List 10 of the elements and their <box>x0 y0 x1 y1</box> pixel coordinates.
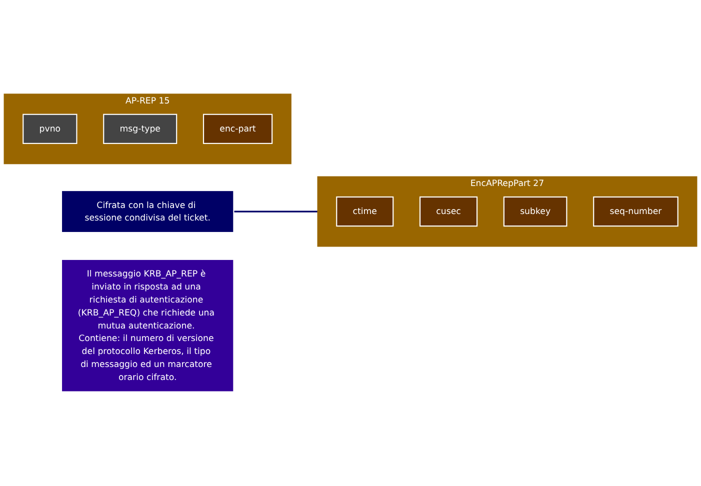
node-box: cusec <box>419 196 478 227</box>
node-box: Cifrata con la chiave di sessione condivisa del ticket. <box>60 190 234 234</box>
node-box: Il messaggio KRB_AP_REP è inviato in risposta ad una richiesta di autenticazione (KRB_AP_REQ) che richiede una mutua autenticazione. Contiene: il numero di versione del protocollo Kerberos, il tipo di messaggio ed un marcatore orario cifrato. <box>60 258 234 392</box>
node-box: enc-part <box>202 114 273 144</box>
node-box: subkey <box>503 196 568 227</box>
connector <box>234 210 318 212</box>
node-box: pvno <box>22 114 78 144</box>
node-box: msg-type <box>103 114 178 144</box>
node-box: ctime <box>336 196 394 227</box>
node-box: seq-number <box>593 196 678 227</box>
